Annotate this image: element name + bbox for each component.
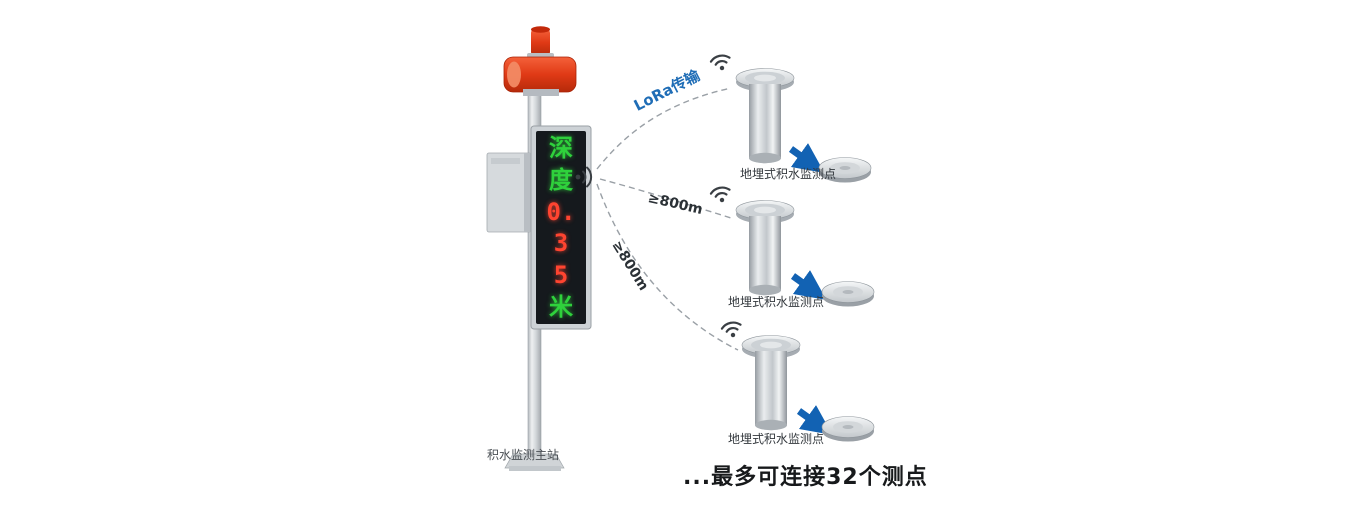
alarm-beacon-icon bbox=[527, 26, 554, 58]
footer-caption: ...最多可连接32个测点 bbox=[683, 465, 928, 490]
buried-sensor-cylinder bbox=[735, 68, 795, 164]
led-display-text: 深 度 0. 3 5 米 bbox=[536, 132, 586, 323]
station-base-foot bbox=[509, 466, 561, 471]
wifi-icon bbox=[720, 321, 742, 338]
signal-icon bbox=[575, 166, 593, 188]
link-curve-3 bbox=[596, 183, 739, 351]
led-char: 度 bbox=[549, 165, 573, 194]
link-curve-2 bbox=[599, 178, 732, 219]
sensor-label-1: 地埋式积水监测点 bbox=[740, 167, 837, 181]
wifi-icon bbox=[709, 186, 731, 203]
sensor-unit-3 bbox=[720, 321, 875, 442]
link-curves bbox=[596, 87, 739, 351]
sensor-disc bbox=[818, 157, 872, 183]
sensor-unit-2 bbox=[709, 186, 875, 307]
arrow-right-down-icon bbox=[796, 405, 833, 435]
main-station bbox=[486, 26, 593, 471]
sensor-disc bbox=[821, 416, 875, 442]
sensor-label-3: 地埋式积水监测点 bbox=[728, 432, 825, 446]
main-station-label: 积水监测主站 bbox=[487, 448, 560, 462]
arrow-right-down-icon bbox=[790, 270, 827, 300]
sensor-label-2: 地埋式积水监测点 bbox=[728, 295, 825, 309]
led-char: 0. bbox=[546, 197, 576, 226]
led-char: 5 bbox=[553, 261, 569, 290]
arrow-right-down-icon bbox=[788, 143, 825, 173]
led-char: 米 bbox=[549, 293, 573, 322]
led-char: 深 bbox=[549, 133, 573, 162]
led-char: 3 bbox=[553, 229, 569, 258]
sensor-disc bbox=[821, 281, 875, 307]
control-box bbox=[486, 152, 532, 233]
buried-sensor-cylinder bbox=[741, 335, 801, 431]
buried-sensor-cylinder bbox=[735, 200, 795, 296]
sensor-unit-1 bbox=[709, 54, 872, 183]
link-curve-1 bbox=[596, 87, 732, 170]
wifi-icon bbox=[709, 54, 731, 71]
siren-horn-icon bbox=[503, 56, 577, 96]
